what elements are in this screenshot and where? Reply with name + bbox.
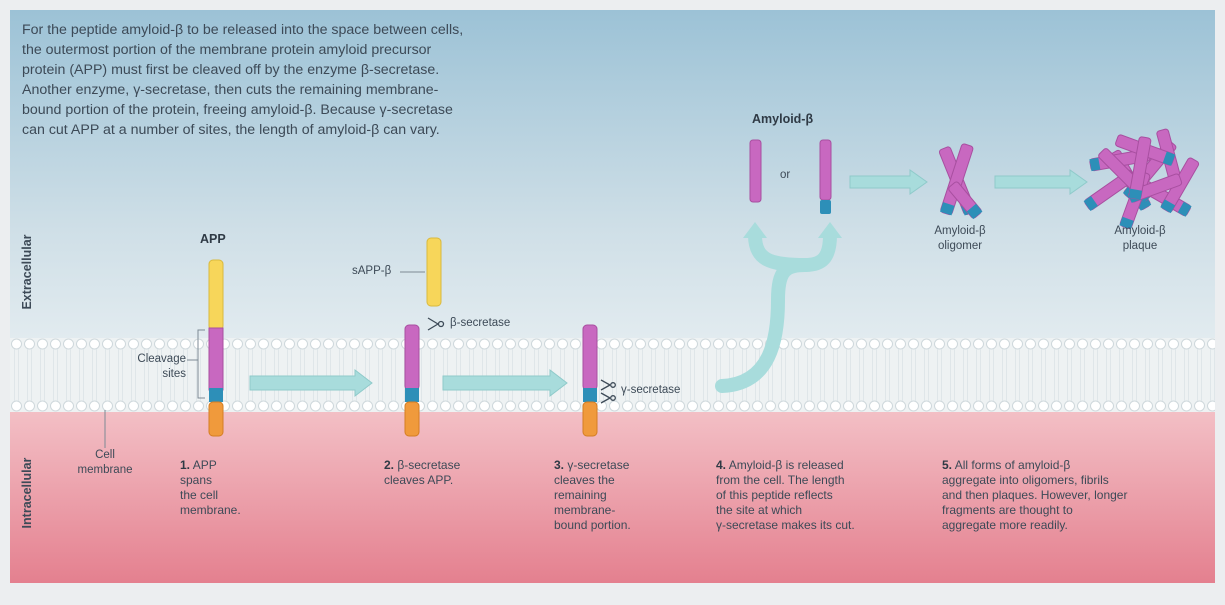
step-2: 2. β-secretase cleaves APP. [384, 458, 461, 487]
app-after-gamma-cleavage [582, 324, 598, 437]
plaque-rod [1128, 136, 1152, 200]
diagram-graphics [10, 10, 1215, 583]
intro-text: For the peptide amyloid-β to be released… [22, 22, 464, 138]
step-1: 1. APP spans the cell membrane. [180, 458, 241, 517]
gamma-secretase-label: γ-secretase [621, 384, 681, 396]
sapp-beta-label: sAPP-β [352, 265, 392, 277]
release-arrow [715, 228, 837, 393]
step-3: 3. γ-secretase cleaves the remaining mem… [554, 458, 631, 532]
membrane-pointer [104, 410, 106, 448]
step-5: 5. All forms of amyloid-β aggregate into… [942, 458, 1128, 532]
oligomer-label: Amyloid-β oligomer [934, 225, 986, 252]
plaque-label: Amyloid-β plaque [1114, 225, 1166, 252]
amyloid-figure: For the peptide amyloid-β to be released… [10, 10, 1215, 583]
intracellular-region [10, 410, 1215, 583]
app-protein [208, 259, 224, 437]
scissors-icon [427, 317, 445, 331]
release-arrowheads [743, 222, 842, 238]
amyloid-beta-label: Amyloid-β [752, 112, 814, 126]
or-label: or [780, 169, 791, 181]
scissors-icon [600, 379, 616, 404]
beta-secretase-label: β-secretase [450, 317, 511, 329]
cleavage-sites-label: Cleavage sites [137, 353, 186, 380]
sapp-beta-fragment [426, 237, 442, 307]
process-arrows [249, 169, 1088, 398]
plaque-graphic [1083, 128, 1200, 230]
cell-membrane-label: Cell membrane [77, 449, 133, 476]
amyloid-beta-short [749, 139, 762, 203]
intracellular-label: Intracellular [20, 457, 34, 529]
app-label: APP [200, 232, 226, 246]
oligomer-graphic [938, 143, 983, 220]
extracellular-label: Extracellular [20, 234, 34, 310]
app-after-beta-cleavage [404, 324, 420, 437]
amyloid-beta-long [819, 139, 832, 214]
step-4: 4. Amyloid-β is released from the cell. … [716, 458, 855, 532]
